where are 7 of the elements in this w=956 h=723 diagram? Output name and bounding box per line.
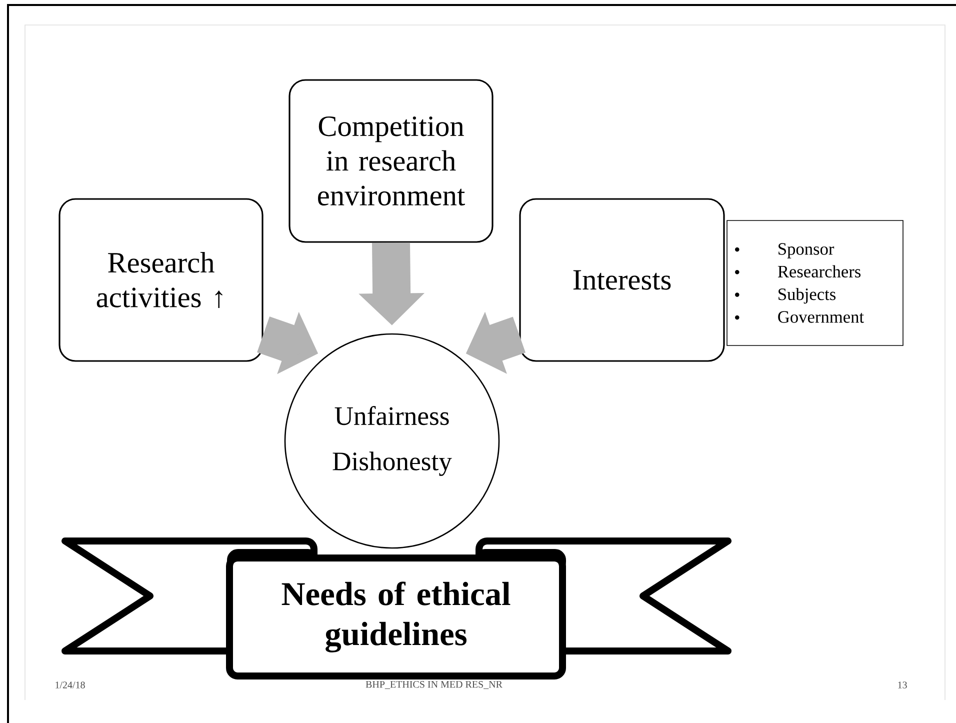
banner: Needs of ethical guidelines — [226, 554, 566, 680]
process-box: Research activities ↑ — [58, 198, 264, 362]
page-number: 13 — [898, 682, 907, 688]
process-box: Competition in research environment — [288, 79, 494, 243]
bullet-list-box: Sponsor Researchers Subjects Government — [726, 220, 904, 346]
process-box: Interests — [519, 198, 725, 362]
date-footer: 1/24/18 — [56, 682, 85, 688]
